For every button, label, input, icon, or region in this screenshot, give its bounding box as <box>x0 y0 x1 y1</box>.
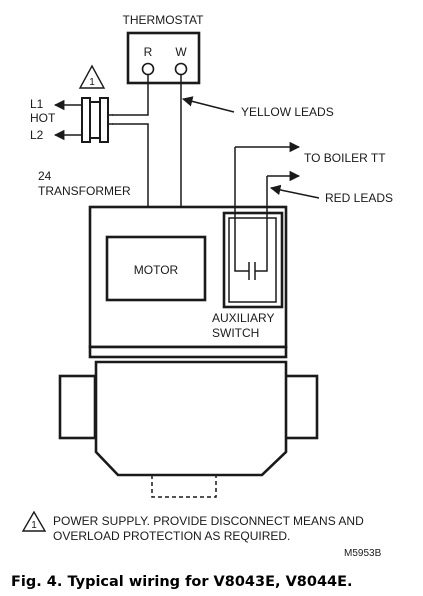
transformer-coil-right <box>99 97 109 143</box>
terminal-r <box>141 62 155 76</box>
thermostat-label: THERMOSTAT <box>123 13 205 27</box>
valve-bottom-dashed <box>151 475 217 498</box>
transformer-voltage-label: 24 <box>38 169 52 183</box>
valve-port-right <box>280 374 319 440</box>
transformer-label: TRANSFORMER <box>38 184 131 198</box>
terminal-r-label: R <box>144 45 153 59</box>
valve-body <box>94 360 288 477</box>
motor-label: MOTOR <box>134 263 179 277</box>
valve-port-left <box>58 374 97 440</box>
terminal-w-label: W <box>175 45 187 59</box>
figure-caption: Fig. 4. Typical wiring for V8043E, V8044… <box>11 574 353 590</box>
wire-r-to-transformer <box>112 75 149 116</box>
actuator-base-plate <box>88 345 288 359</box>
motor-box <box>105 235 207 302</box>
note-line2: OVERLOAD PROTECTION AS REQUIRED. <box>53 529 290 543</box>
yellow-leads-pointer <box>181 96 235 113</box>
thermostat-box <box>126 31 201 85</box>
yellow-leads-label: YELLOW LEADS <box>241 105 334 119</box>
note-line1: POWER SUPPLY. PROVIDE DISCONNECT MEANS A… <box>53 514 364 528</box>
red-leads-pointer <box>269 184 320 199</box>
auxiliary-switch-box <box>222 211 284 309</box>
warning-triangle-icon <box>78 64 106 89</box>
wire-transformer-to-motor <box>112 123 149 237</box>
warning-number: 1 <box>89 77 95 88</box>
auxiliary-switch-inner <box>228 217 277 303</box>
note-triangle-icon <box>21 510 47 532</box>
hot-label: HOT <box>30 111 56 125</box>
aux-contact-left <box>234 147 249 272</box>
l2-label: L2 <box>30 128 44 142</box>
auxiliary-label: AUXILIARY <box>212 311 274 325</box>
transformer-coil-left <box>81 97 91 143</box>
red-leads-label: RED LEADS <box>325 191 393 205</box>
switch-label: SWITCH <box>212 326 259 340</box>
transformer-core <box>89 101 101 139</box>
figure-code: M5953B <box>344 548 382 559</box>
terminal-w <box>174 62 188 76</box>
to-boiler-tt-label: TO BOILER TT <box>304 151 386 165</box>
note-number: 1 <box>31 520 37 531</box>
aux-contact-right <box>255 176 268 272</box>
l1-label: L1 <box>30 97 44 111</box>
